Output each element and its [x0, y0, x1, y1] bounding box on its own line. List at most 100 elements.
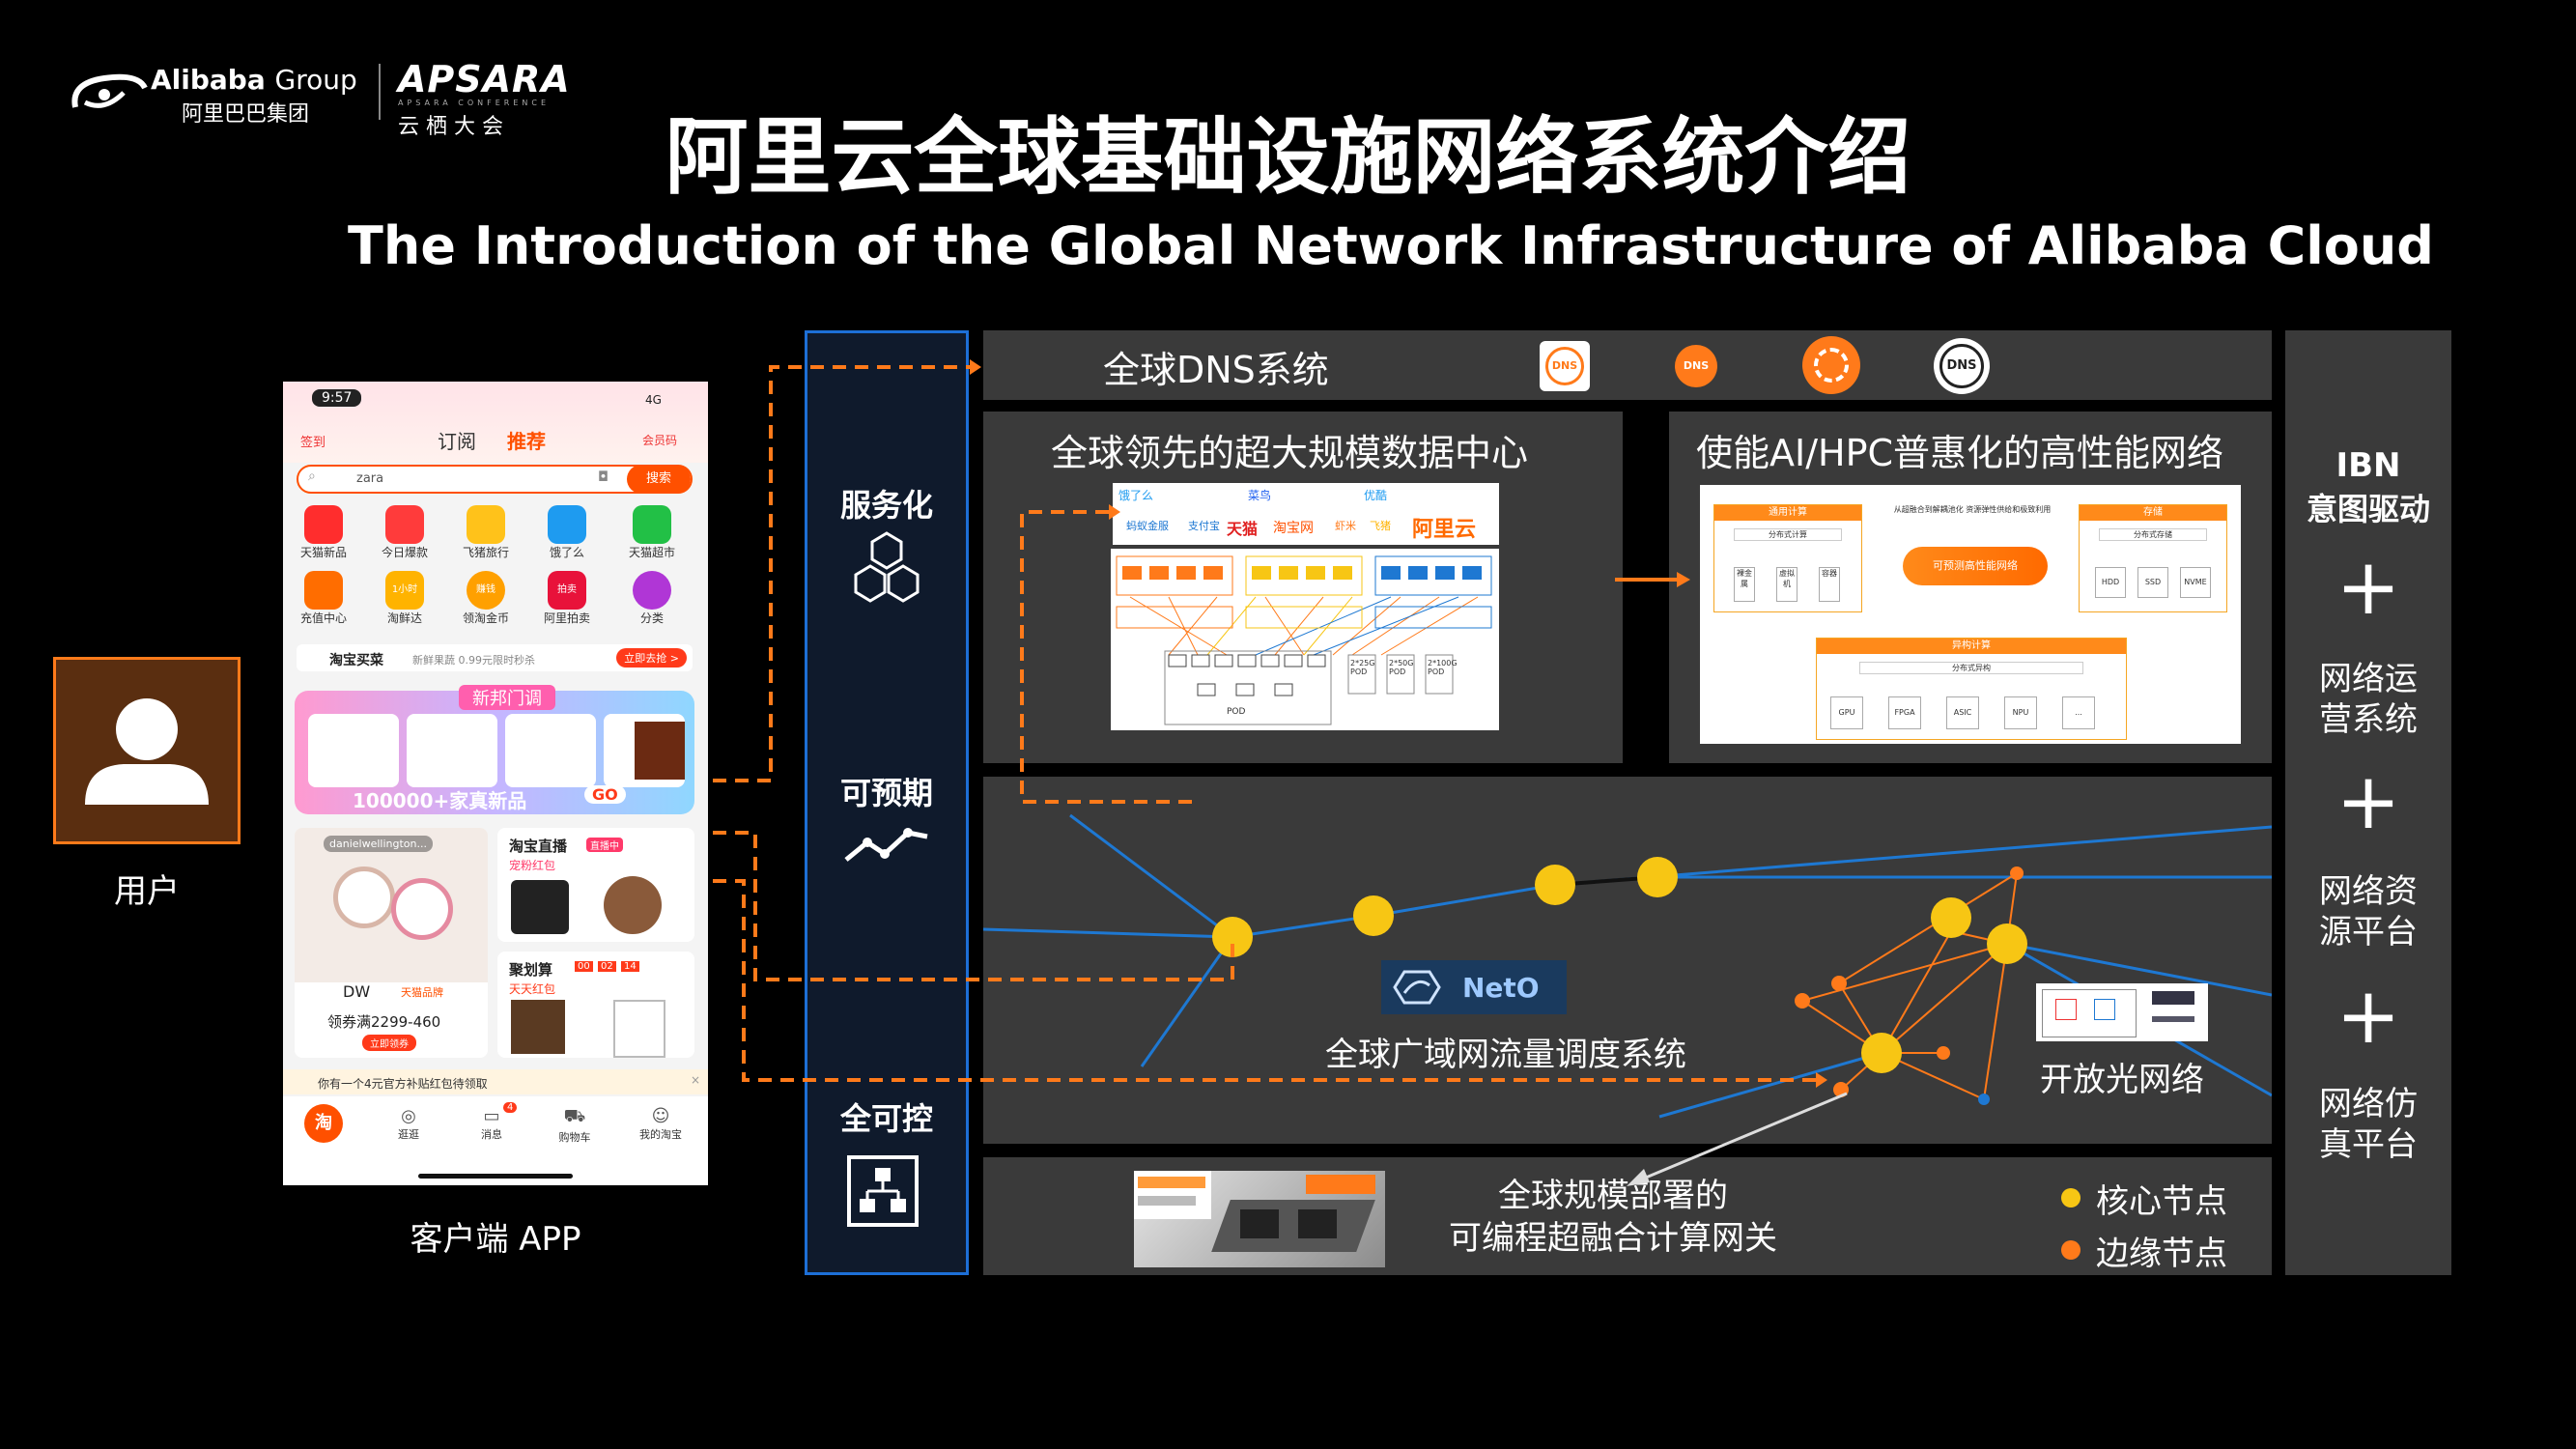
simulation-platform: 网络仿 真平台	[2319, 1085, 2418, 1164]
wan-network-map	[983, 813, 2272, 1119]
legend: 核心节点 边缘节点	[2057, 1169, 2270, 1273]
apsara-text: APSARA	[398, 58, 571, 100]
banner-text: 100000+家真新品	[353, 789, 527, 812]
coupon-button[interactable]: 立即领券	[362, 1035, 416, 1051]
promo-strip[interactable]: 淘宝买菜 新鲜果蔬 0.99元限时秒杀 立即去抢 >	[297, 644, 693, 671]
alibaba-logo: Alibaba Group 阿里巴巴集团	[66, 60, 375, 128]
pod-label: POD	[1227, 707, 1246, 717]
promo-button[interactable]: 立即去抢 >	[616, 648, 687, 668]
grid-item[interactable]: 天猫新品	[297, 505, 351, 560]
brand-logos: 饿了么 菜鸟 优酷 蚂蚁金服 支付宝 天猫 淘宝网 虾米 飞猪 阿里云	[1113, 483, 1499, 545]
nav-cart[interactable]: ⛟购物车	[558, 1106, 591, 1144]
grid-item[interactable]: 充值中心	[297, 571, 351, 626]
logo-alipay: 支付宝	[1188, 520, 1220, 532]
nav-guangguang[interactable]: ◎逛逛	[398, 1106, 419, 1141]
pillar-service-label: 服务化	[839, 487, 933, 524]
neto-text: NetO	[1462, 972, 1540, 1004]
grid-item[interactable]: 今日爆款	[378, 505, 432, 560]
hierarchy-icon	[847, 1155, 919, 1227]
plus-sign: +	[2335, 542, 2401, 632]
dns-title: 全球DNS系统	[1103, 349, 1329, 391]
ibn-title: IBN	[2335, 446, 2401, 485]
datacenter-topology: POD 2*25G POD 2*50G POD 2*100G POD	[1111, 549, 1499, 730]
grid-item[interactable]: 飞猪旅行	[459, 505, 513, 560]
search-input[interactable]: zara	[356, 471, 384, 486]
live-sub: 宠粉红包	[509, 859, 556, 872]
sign-in[interactable]: 签到	[300, 436, 326, 450]
logo-cainiao: 菜鸟	[1248, 489, 1272, 502]
coupon: 领券满2299-460	[327, 1013, 441, 1031]
trend-line-icon	[844, 828, 928, 862]
alibaba-cn: 阿里巴巴集团	[182, 102, 310, 127]
promo-banner[interactable]: 新邦门调 100000+家真新品 GO	[295, 685, 694, 814]
resource-platform: 网络资 源平台	[2319, 872, 2418, 952]
logo-xiami: 虾米	[1335, 520, 1356, 532]
grid-item[interactable]: 饿了么	[540, 505, 594, 560]
member-code[interactable]: 会员码	[642, 434, 678, 447]
open-optical-image	[2036, 983, 2208, 1041]
search-bar[interactable]: ⌕ zara ◘ 搜索	[297, 465, 693, 494]
ops-system: 网络运 营系统	[2319, 660, 2418, 739]
grid-item[interactable]: 赚钱 领淘金币	[459, 571, 513, 626]
search-icon: ⌕	[308, 469, 316, 484]
promo-title: 淘宝买菜	[329, 653, 383, 668]
title-cn: 阿里云全球基础设施网络系统介绍	[665, 109, 1911, 206]
alibaba-en: Alibaba	[151, 64, 266, 96]
status-network: 4G	[645, 393, 662, 407]
logo-taobao: 淘宝网	[1273, 521, 1314, 536]
dns-icon: DNS	[1934, 338, 1990, 394]
plus-sign: +	[2335, 756, 2401, 846]
pod-50g: 2*50G POD	[1389, 659, 1414, 676]
hpc-center-text: 从超融合到解耦池化 资源弹性供给和极致利用	[1893, 505, 2052, 514]
juhuasuan-card[interactable]: 聚划算 00 02 14 天天红包	[497, 952, 694, 1058]
live-card[interactable]: danielwellington... DW 天猫品牌 领券满2299-460 …	[295, 828, 488, 1058]
apsara-cn: 云 栖 大 会	[398, 115, 503, 139]
pod-100g: 2*100G POD	[1428, 659, 1458, 676]
search-button[interactable]: 搜索	[627, 465, 691, 494]
hetero-box: 异构计算 分布式异构 GPU FPGA ASIC NPU ...	[1816, 638, 2127, 740]
bottom-nav: 淘 ◎逛逛 ▭消息 4 ⛟购物车 ☺我的淘宝	[283, 1096, 708, 1185]
camera-icon[interactable]: ◘	[598, 469, 609, 485]
dns-icon: DNS	[1671, 341, 1721, 391]
logo-antfin: 蚂蚁金服	[1126, 520, 1169, 532]
tab-recommend[interactable]: 推荐	[507, 430, 546, 453]
alibaba-group: Group	[274, 64, 357, 96]
close-icon[interactable]: ×	[690, 1073, 700, 1087]
live-stream-card[interactable]: 淘宝直播 直播中 宠粉红包	[497, 828, 694, 942]
banner-go[interactable]: GO	[584, 785, 626, 804]
arrow-dc-to-hpc	[1615, 572, 1690, 587]
neto-logo: NetO	[1381, 960, 1567, 1014]
grid-item[interactable]: 分类	[621, 571, 683, 626]
live-user: danielwellington...	[324, 836, 433, 852]
grid-item[interactable]: 天猫超市	[621, 505, 683, 560]
banner-title: 新邦门调	[459, 685, 555, 710]
dns-panel	[983, 330, 2272, 400]
tab-subscribe[interactable]: 订阅	[438, 430, 476, 453]
notice-text: 你有一个4元官方补贴红包待领取	[318, 1077, 488, 1091]
nav-message[interactable]: ▭消息	[481, 1106, 502, 1141]
jhs-timer: 00	[575, 961, 593, 972]
user-avatar	[53, 657, 241, 844]
plus-sign: +	[2335, 971, 2401, 1061]
hpc-diagram: 通用计算 分布式计算 裸金属 虚拟机 容器 从超融合到解耦池化 资源弹性供给和极…	[1700, 485, 2241, 744]
legend-edge-dot	[2061, 1240, 2081, 1260]
open-optical-label: 开放光网络	[2040, 1061, 2204, 1099]
title-en: The Introduction of the Global Network I…	[348, 215, 2434, 276]
grid-item[interactable]: 1小时 淘鲜达	[378, 571, 432, 626]
neto-icon	[1393, 970, 1441, 1005]
nav-my[interactable]: ☺我的淘宝	[639, 1106, 682, 1141]
grid-item[interactable]: 拍卖 阿里拍卖	[540, 571, 594, 626]
nav-home[interactable]: 淘	[304, 1104, 343, 1143]
gateway-pointer	[1627, 1092, 1848, 1186]
pillar-predict-label: 可预期	[839, 775, 933, 811]
logo-tmall: 天猫	[1227, 520, 1259, 538]
pillar-control-label: 全可控	[839, 1100, 933, 1137]
logo-fliggy: 飞猪	[1370, 520, 1391, 532]
alibaba-logo-icon	[71, 73, 148, 108]
hexagons-icon	[854, 531, 920, 603]
core-nodes	[1212, 857, 2027, 1073]
edge-nodes	[1795, 867, 2024, 1097]
logo-eleme: 饿了么	[1118, 489, 1154, 502]
notice-bar[interactable]: 你有一个4元官方补贴红包待领取 ×	[283, 1069, 708, 1094]
user-label: 用户	[114, 872, 180, 911]
